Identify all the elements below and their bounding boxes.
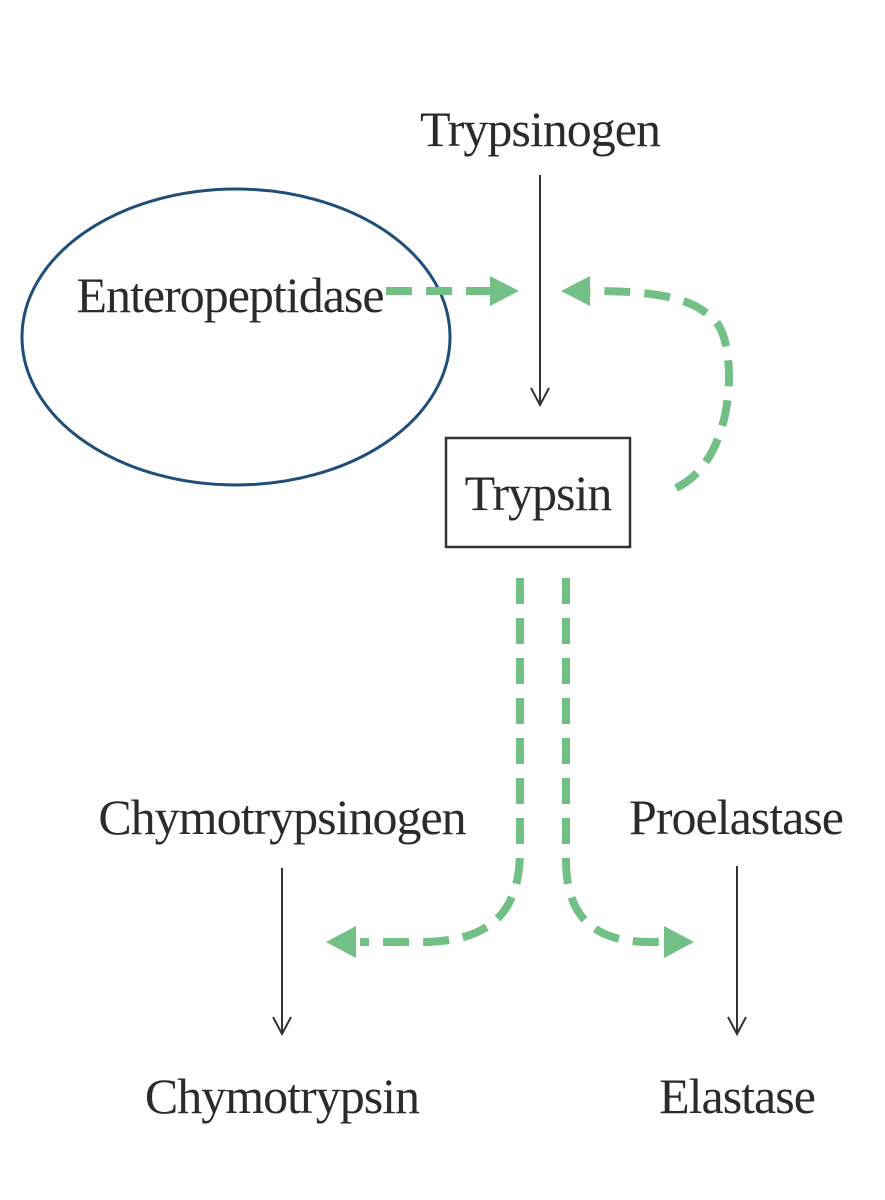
trypsin-autoactivation-arrowhead — [561, 276, 590, 306]
trypsin-to-proelastase-activation-arrow — [562, 578, 662, 946]
proelastase-to-elastase-arrowhead — [727, 1016, 747, 1037]
trypsin-label: Trypsin — [465, 465, 613, 521]
enteropeptidase-highlight-ellipse — [20, 187, 452, 487]
trypsinogen-to-trypsin-arrowhead — [530, 387, 550, 408]
trypsin-box — [444, 436, 632, 549]
chymotrypsin-label: Chymotrypsin — [145, 1068, 420, 1124]
trypsin-to-chymotrypsinogen-activation-arrow — [360, 578, 524, 946]
trypsin-autoactivation-loop — [587, 287, 733, 492]
elastase-label: Elastase — [659, 1068, 815, 1124]
chymotrypsinogen-activation-arrowhead — [326, 926, 356, 958]
proelastase-label: Proelastase — [629, 789, 843, 845]
enteropeptidase-activation-arrowhead — [490, 276, 519, 306]
proelastase-activation-arrowhead — [664, 926, 694, 958]
trypsinogen-label: Trypsinogen — [420, 101, 661, 157]
enteropeptidase-label: Enteropeptidase — [76, 267, 383, 323]
chymotrypsinogen-to-chymotrypsin-arrowhead — [272, 1016, 292, 1037]
chymotrypsinogen-label: Chymotrypsinogen — [98, 789, 466, 845]
